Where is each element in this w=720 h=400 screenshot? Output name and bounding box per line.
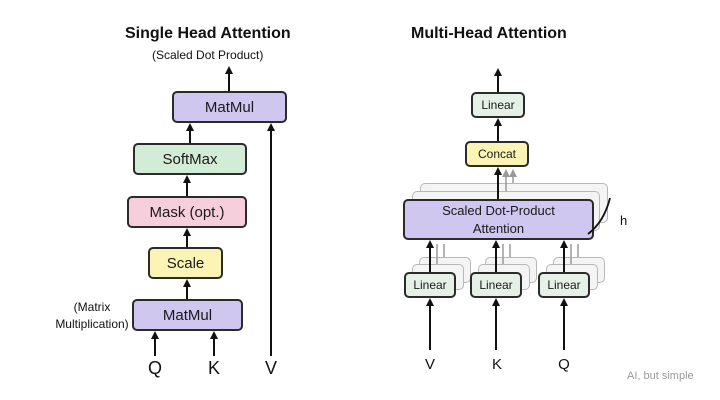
matmul-top-label: MatMul: [204, 98, 255, 116]
multi-input-v: V: [424, 356, 435, 373]
softmax-box: SoftMax: [133, 143, 247, 175]
linear-v-label: Linear: [413, 278, 447, 292]
watermark: AI, but simple: [627, 370, 694, 382]
scale-box: Scale: [148, 247, 223, 279]
linear-v-box: Linear: [404, 272, 456, 298]
scaled-dot-product-attention-box: Scaled Dot-Product Attention: [403, 199, 594, 240]
linear-top-label: Linear: [481, 98, 515, 112]
single-input-v: V: [264, 358, 277, 378]
concat-box: Concat: [465, 141, 529, 167]
single-head-subtitle: (Scaled Dot Product): [152, 48, 264, 62]
linear-k-box: Linear: [470, 272, 522, 298]
multi-input-q: Q: [558, 356, 570, 373]
attention-label-line1: Scaled Dot-Product: [442, 202, 555, 218]
multi-input-k: K: [491, 356, 502, 373]
mask-label: Mask (opt.): [149, 203, 225, 221]
matmul-bottom-label: MatMul: [162, 306, 213, 324]
linear-q-box: Linear: [538, 272, 590, 298]
linear-q-label: Linear: [547, 278, 581, 292]
matmul-annotation: (Matrix Multiplication): [55, 300, 129, 331]
single-input-q: Q: [147, 358, 162, 378]
mask-box: Mask (opt.): [127, 196, 247, 228]
heads-count-label: h: [620, 213, 628, 228]
heads-bracket: [587, 197, 611, 235]
linear-top-box: Linear: [471, 92, 525, 118]
multi-head-title: Multi-Head Attention: [411, 25, 567, 42]
concat-label: Concat: [477, 147, 517, 161]
softmax-label: SoftMax: [162, 150, 218, 168]
scale-label: Scale: [166, 254, 205, 272]
attention-label-line2: Attention: [472, 220, 525, 236]
linear-k-label: Linear: [479, 278, 513, 292]
single-head-title: Single Head Attention: [125, 25, 291, 42]
single-input-k: K: [207, 358, 220, 378]
matmul-top-box: MatMul: [172, 91, 287, 123]
matmul-bottom-box: MatMul: [132, 299, 243, 331]
